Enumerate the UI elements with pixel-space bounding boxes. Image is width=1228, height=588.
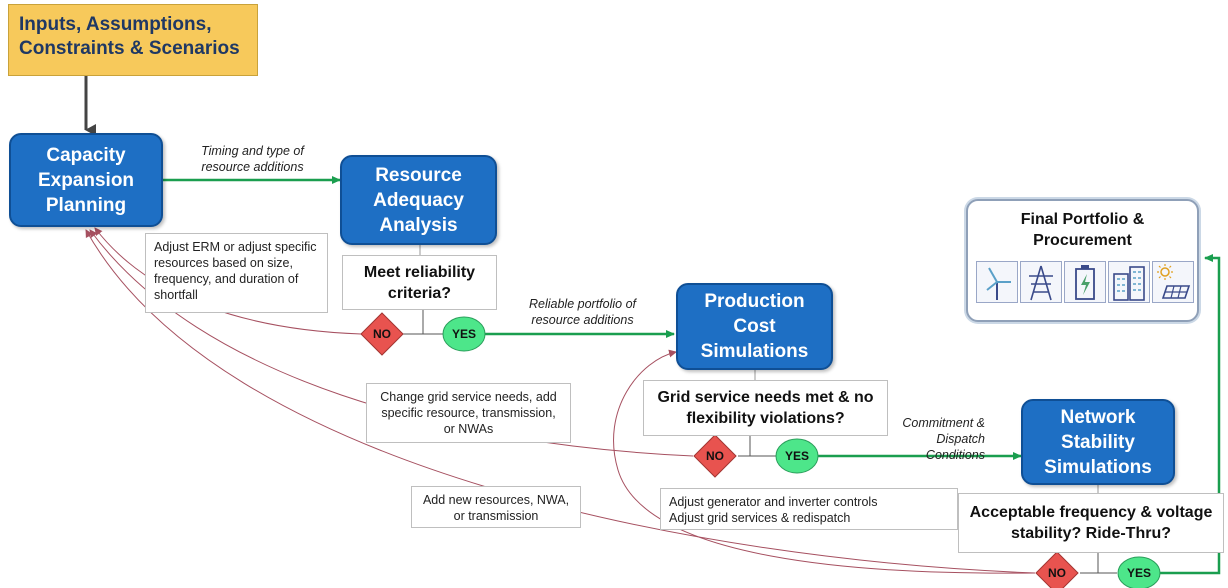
- svg-text:YES: YES: [785, 449, 809, 463]
- network-stability-label: Network Stability Simulations: [1044, 406, 1152, 478]
- frequency-question: Acceptable frequency & voltage stability…: [958, 493, 1224, 553]
- no-diamond-3: [1035, 551, 1079, 588]
- no-diamond-2: [693, 434, 737, 478]
- timing-edge-label: Timing and type of resource additions: [201, 144, 304, 174]
- add-new-resources-note: Add new resources, NWA, or transmission: [411, 486, 581, 528]
- no-diamond-1: [360, 312, 404, 356]
- battery-icon: [1064, 261, 1106, 303]
- production-cost-node: Production Cost Simulations: [676, 283, 833, 370]
- final-portfolio-box: Final Portfolio & Procurement: [966, 199, 1199, 322]
- buildings-icon: [1108, 261, 1150, 303]
- transmission-tower-icon: [1020, 261, 1062, 303]
- yes-ellipse-2: [775, 438, 819, 474]
- reliability-question: Meet reliability criteria?: [342, 255, 497, 310]
- arrow-yes-to-final: [1160, 254, 1221, 575]
- network-stability-node: Network Stability Simulations: [1021, 399, 1175, 485]
- wind-turbine-icon: [976, 261, 1018, 303]
- capacity-expansion-node: Capacity Expansion Planning: [9, 133, 163, 227]
- yes-ellipse-1: [442, 316, 486, 352]
- adjust-erm-note: Adjust ERM or adjust specific resources …: [145, 233, 328, 313]
- change-grid-note: Change grid service needs, add specific …: [366, 383, 571, 443]
- svg-text:NO: NO: [373, 327, 391, 341]
- resource-adequacy-node: Resource Adequacy Analysis: [340, 155, 497, 245]
- adjust-generator-note: Adjust generator and inverter controls A…: [660, 488, 958, 530]
- grid-service-question: Grid service needs met & no flexibility …: [643, 380, 888, 436]
- feedback-no2-to-capacity: [89, 229, 694, 457]
- svg-text:YES: YES: [452, 327, 476, 341]
- feedback-no3-to-production: [613, 349, 1036, 574]
- capacity-expansion-label: Capacity Expansion Planning: [37, 144, 135, 216]
- final-portfolio-title: Final Portfolio & Procurement: [1020, 211, 1145, 249]
- production-cost-label: Production Cost Simulations: [700, 291, 809, 362]
- reliable-portfolio-edge-label: Reliable portfolio of resource additions: [528, 297, 636, 327]
- solar-panel-icon: [1152, 261, 1194, 303]
- svg-text:NO: NO: [706, 449, 724, 463]
- inputs-assumptions-box: Inputs, Assumptions, Constraints & Scena…: [8, 4, 258, 76]
- resource-adequacy-label: Resource Adequacy Analysis: [373, 164, 464, 236]
- svg-text:YES: YES: [1127, 566, 1151, 580]
- svg-text:NO: NO: [1048, 566, 1066, 580]
- yes-ellipse-3: [1117, 556, 1161, 588]
- commitment-edge-label: Commitment & Dispatch Conditions: [902, 416, 985, 462]
